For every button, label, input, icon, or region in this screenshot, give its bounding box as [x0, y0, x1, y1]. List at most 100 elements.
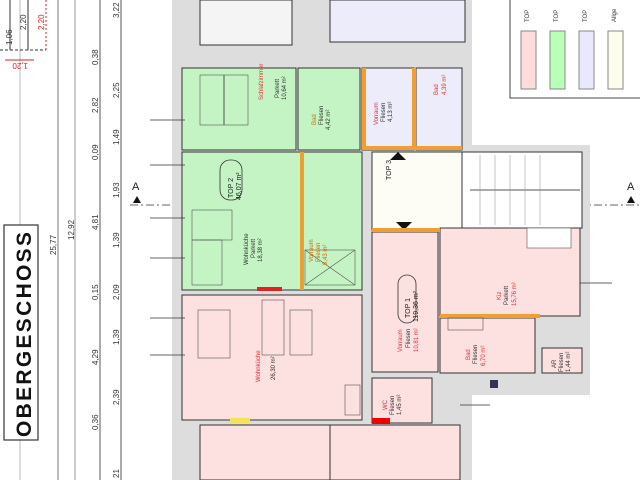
svg-text:4,39 m²: 4,39 m² [442, 75, 448, 95]
room-vorraum-top3: Vorraum Fliesen 4,13 m² [374, 102, 394, 125]
svg-text:4,29: 4,29 [91, 349, 100, 365]
room-upper-right [329, 0, 466, 43]
window-markers [150, 119, 612, 406]
page-title: OBERGESCHOSS [13, 232, 36, 437]
svg-text:0,36: 0,36 [91, 414, 100, 430]
section-label-right: A [627, 181, 635, 193]
svg-text:Wohnküche: Wohnküche [256, 350, 262, 382]
dim-column-1: 0,38 2,82 0,09 4,81 0,15 4,29 0,36 [91, 49, 100, 430]
svg-text:Fliesen: Fliesen [473, 345, 479, 364]
svg-text:0,09: 0,09 [91, 144, 100, 160]
svg-text:4,13 m²: 4,13 m² [388, 102, 394, 122]
svg-text:Bad: Bad [434, 84, 440, 95]
unit-badge-top2 [219, 159, 243, 201]
svg-text:2,09: 2,09 [112, 284, 121, 300]
svg-text:Fliesen: Fliesen [319, 106, 325, 125]
svg-text:1,39: 1,39 [112, 232, 121, 248]
dim-overall-1: 12,92 [67, 219, 76, 240]
unit-name-top1: TOP 1 [405, 298, 412, 318]
room-vorraum-top1: Vorraum Fliesen 10,81 m² [398, 328, 420, 352]
svg-text:2,25: 2,25 [112, 82, 121, 98]
shaft [490, 380, 498, 388]
legend-label-2: TOP [583, 10, 589, 22]
svg-text:Fliesen: Fliesen [316, 243, 322, 262]
svg-text:2,82: 2,82 [91, 97, 100, 113]
unit-area-top1: 119,36 m² [413, 290, 420, 322]
title-box: OBERGESCHOSS [3, 224, 39, 441]
dim-overall-0: 25,77 [49, 234, 58, 255]
svg-text:9,43 m²: 9,43 m² [323, 245, 329, 265]
room-kiz: Kiz Parkett 15,76 m² [497, 282, 518, 306]
svg-text:Parkett: Parkett [275, 79, 281, 98]
unit-name-top2: TOP 2 [228, 178, 235, 198]
svg-text:Vorraum: Vorraum [309, 239, 315, 262]
dim-column-2: 3,22 2,25 1,49 1,93 1,39 2,09 1,39 2,39 … [112, 2, 121, 478]
svg-text:1,45 m²: 1,45 m² [397, 395, 403, 415]
unit-top2 [181, 67, 363, 291]
entrance-top1-marker-icon [396, 222, 412, 230]
dim-top-left-1: 2,20 [19, 14, 28, 30]
unit-top3 [361, 67, 463, 151]
staircase [461, 151, 583, 229]
svg-text:10,81 m²: 10,81 m² [414, 328, 420, 352]
section-arrow-left-icon [133, 196, 141, 203]
unit-badge-top1 [397, 274, 417, 324]
svg-text:Vorraum: Vorraum [374, 102, 380, 125]
svg-text:Fliesen: Fliesen [406, 329, 412, 348]
stair-hall [371, 151, 463, 231]
svg-text:Bad: Bad [466, 349, 472, 360]
svg-text:Kiz: Kiz [497, 292, 503, 300]
svg-text:2,39: 2,39 [112, 389, 121, 405]
svg-text:AR: AR [552, 359, 558, 368]
svg-text:1,93: 1,93 [112, 182, 121, 198]
section-label-left: A [132, 181, 140, 193]
unit-name-top3: TOP 3 [386, 160, 393, 180]
room-bad-top3: Bad 4,39 m² [434, 75, 448, 95]
legend-label-3: Allge [612, 8, 618, 22]
room-wohnkueche-top1: Wohnküche 26,30 m² [181, 294, 363, 423]
svg-text:Bad: Bad [312, 114, 318, 125]
unit-area-top2: 46,07 m² [236, 172, 243, 200]
svg-text:Schlafzimmer: Schlafzimmer [259, 64, 265, 100]
entrance-top3-marker-icon [390, 152, 406, 160]
svg-text:Parkett: Parkett [504, 286, 510, 305]
svg-text:18,38 m²: 18,38 m² [258, 238, 264, 262]
room-bad-top2: Bad Fliesen 4,42 m² [312, 106, 332, 130]
svg-text:4,81: 4,81 [91, 214, 100, 230]
legend: TOP TOP TOP Allge [509, 0, 640, 99]
room-ar: AR Fliesen 1,44 m² [552, 352, 572, 372]
dim-top-left-0: 1,06 [5, 29, 14, 45]
section-arrow-right-icon [627, 196, 635, 203]
svg-text:10,64 m²: 10,64 m² [282, 76, 288, 100]
legend-swatch-3 [607, 30, 624, 90]
svg-text:Fliesen: Fliesen [559, 353, 565, 372]
legend-label-0: TOP [525, 10, 531, 22]
room-schlafzimmer: Schlafzimmer Parkett 10,64 m² [259, 64, 288, 100]
dim-top-left-red-0: 2,20 [37, 14, 46, 30]
svg-text:WC: WC [383, 399, 389, 410]
svg-text:Parkett: Parkett [251, 239, 257, 258]
svg-text:1,49: 1,49 [112, 129, 121, 145]
svg-text:6,70 m²: 6,70 m² [481, 346, 487, 366]
legend-swatch-1 [549, 30, 566, 90]
room-vorraum-top2: Vorraum Fliesen 9,43 m² [309, 239, 329, 265]
svg-text:Fliesen: Fliesen [381, 103, 387, 122]
legend-label-1: TOP [554, 10, 560, 22]
svg-text:Vorraum: Vorraum [398, 329, 404, 352]
legend-swatch-0 [520, 30, 537, 90]
legend-swatch-2 [578, 30, 595, 90]
svg-text:1,44 m²: 1,44 m² [566, 352, 572, 372]
svg-text:Wohnküche: Wohnküche [244, 233, 250, 265]
svg-text:1,39: 1,39 [112, 329, 121, 345]
svg-text:4,42 m²: 4,42 m² [326, 110, 332, 130]
svg-text:21: 21 [112, 469, 121, 478]
room-wohnkueche-top2: Wohnküche Parkett 18,38 m² [244, 233, 264, 265]
room-bad-top1: Bad Fliesen 6,70 m² [466, 345, 487, 366]
dim-top-left-red-1: 1,20 [12, 61, 28, 70]
svg-text:0,38: 0,38 [91, 49, 100, 65]
svg-text:26,30 m²: 26,30 m² [271, 356, 277, 380]
room-upper-left [199, 0, 293, 46]
svg-text:0,15: 0,15 [91, 284, 100, 300]
svg-text:Fliesen: Fliesen [390, 396, 396, 415]
